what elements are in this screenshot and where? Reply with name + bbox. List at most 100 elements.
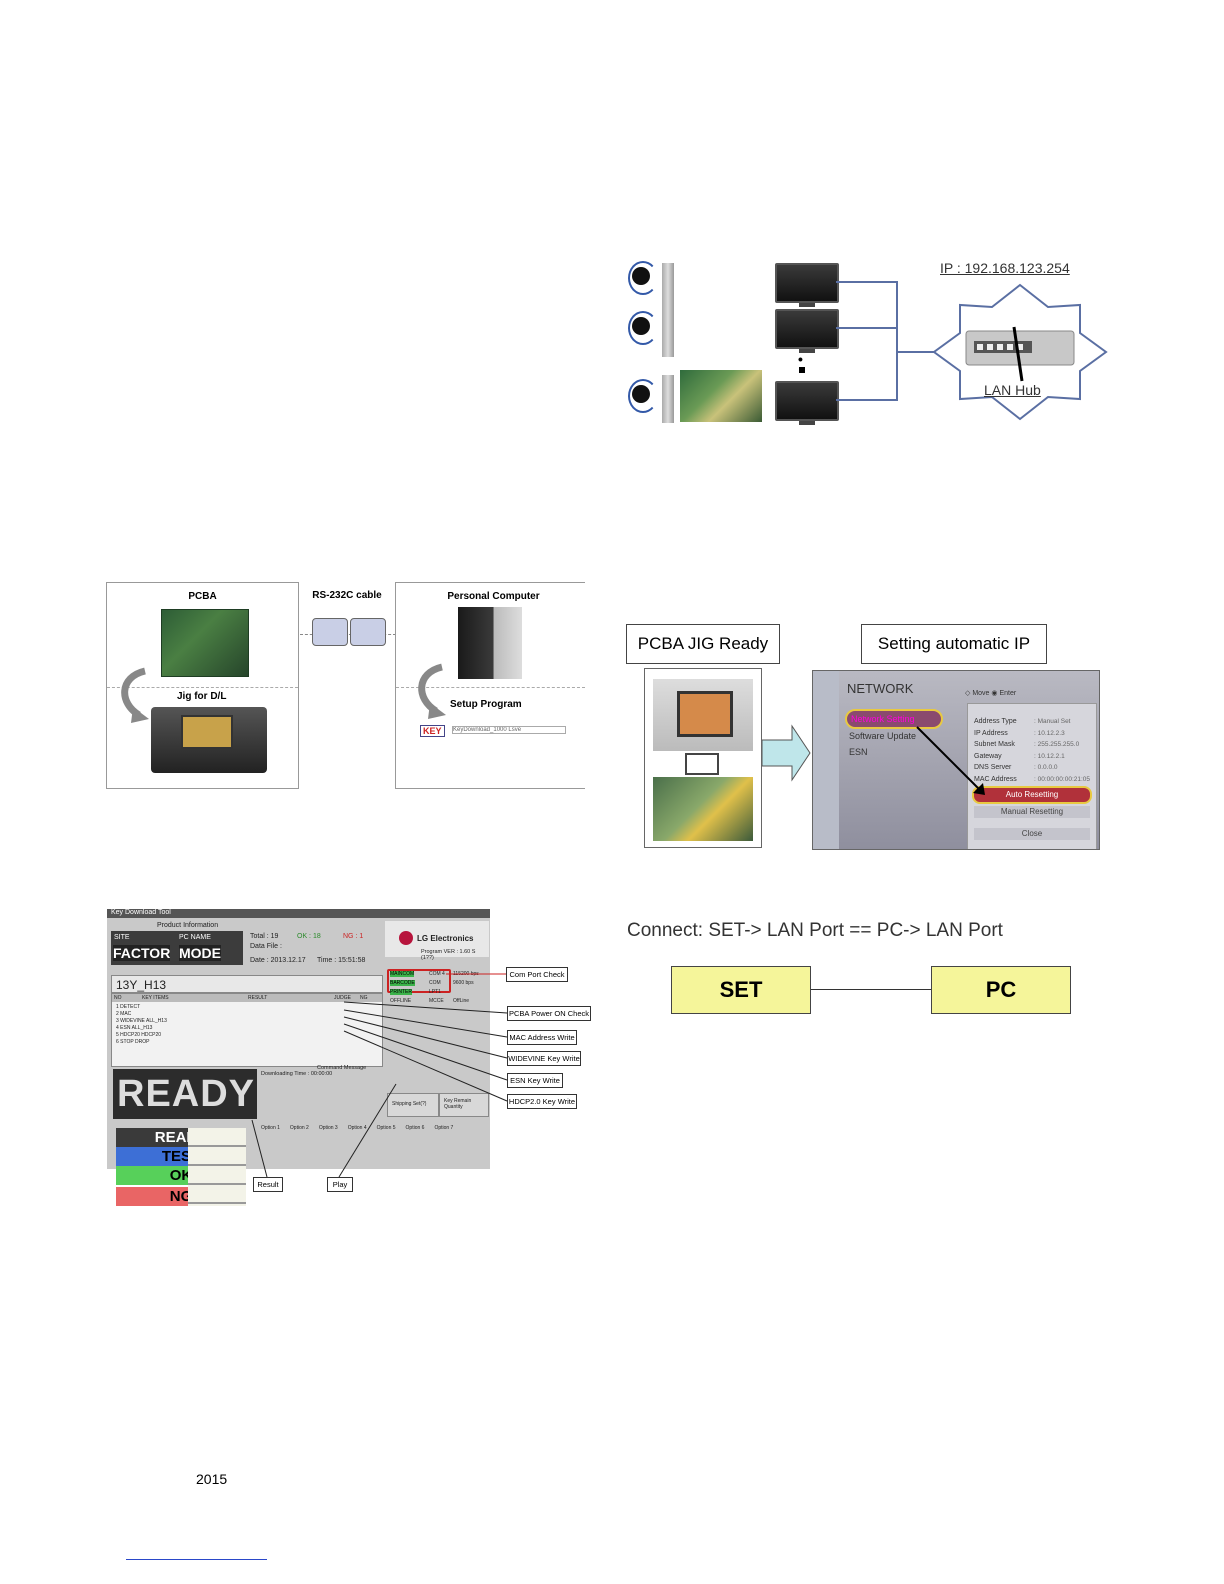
port-value: LPT1 bbox=[429, 989, 441, 995]
pc-title: Personal Computer bbox=[447, 591, 540, 602]
pc-panel: Personal Computer Setup Program KEY KeyD… bbox=[395, 582, 585, 789]
data-file-label: Data File : bbox=[250, 943, 282, 950]
pointer-arrow-icon bbox=[916, 726, 985, 795]
auto-resetting-button[interactable]: Auto Resetting bbox=[972, 786, 1092, 804]
total-count: Total : 19 bbox=[250, 933, 279, 940]
callout-mac: MAC Address Write bbox=[507, 1030, 577, 1045]
table-row: 1 DETECT bbox=[116, 1004, 141, 1010]
setting-field-values: : Manual Set: 10.12.2.3: 255.255.255.0: … bbox=[1034, 718, 1091, 783]
baud-value: OffLine bbox=[453, 998, 470, 1004]
tv-network-menu: NETWORK ◇ Move ◉ Enter Network Setting S… bbox=[812, 670, 1100, 850]
jig-title: Jig for D/L bbox=[177, 691, 227, 702]
auto-ip-label: Setting automatic IP bbox=[861, 624, 1047, 664]
option-item[interactable]: Option 5 bbox=[376, 1125, 396, 1131]
key-remain-button[interactable]: Key Remain Quantity bbox=[439, 1093, 489, 1117]
table-row: 3 WIDEVINE ALL_H13 bbox=[116, 1018, 167, 1024]
port-value: COM 4 bbox=[429, 971, 445, 977]
operator-icon bbox=[628, 379, 658, 413]
ready-display: READY bbox=[113, 1069, 257, 1119]
pcba-pc-diagram: PCBA Jig for D/L RS-232C cable Personal … bbox=[106, 582, 585, 790]
operator-icon bbox=[628, 311, 658, 345]
tv-icon bbox=[775, 263, 839, 307]
callout-result: Result bbox=[253, 1177, 283, 1192]
menu-title: NETWORK bbox=[847, 681, 914, 696]
curved-arrow-icon bbox=[121, 667, 149, 723]
network-diagram: • IP : 192.168.123.254 LAN Hub bbox=[622, 255, 1110, 425]
option-item[interactable]: Option 2 bbox=[289, 1125, 309, 1131]
option-item[interactable]: Option 6 bbox=[405, 1125, 425, 1131]
option-item[interactable]: Option 3 bbox=[318, 1125, 338, 1131]
table-row: 6 STOP DROP bbox=[116, 1039, 150, 1045]
port-maincom: MAINCOM bbox=[390, 971, 415, 977]
footnote-rule bbox=[126, 1559, 267, 1560]
ini-file-value: 13Y_H13 bbox=[116, 978, 167, 992]
pc-tower-icon bbox=[662, 263, 674, 311]
pcba-panel: PCBA Jig for D/L bbox=[106, 582, 299, 789]
lg-logo-icon bbox=[399, 931, 413, 945]
callout-esn: ESN Key Write bbox=[507, 1073, 563, 1088]
ellipsis-dot bbox=[799, 367, 805, 373]
callout-power-on: PCBA Power ON Check bbox=[507, 1006, 591, 1021]
baud-value: 115200 bps bbox=[453, 971, 479, 977]
menu-hint: ◇ Move ◉ Enter bbox=[965, 690, 1017, 697]
port-printer: PRINTER bbox=[390, 989, 412, 995]
menu-item-network-setting[interactable]: Network Setting bbox=[845, 709, 943, 729]
ng-count: NG : 1 bbox=[343, 933, 364, 940]
menu-item-esn[interactable]: ESN bbox=[849, 747, 868, 757]
option-item[interactable]: Option 4 bbox=[347, 1125, 367, 1131]
right-arrow-icon bbox=[762, 724, 811, 782]
site-panel: SITE PC NAME FACTOR MODE bbox=[111, 931, 243, 965]
key-items-table: NO KEY ITEMS RESULT JUDGE NG 1 DETECT 2 … bbox=[111, 993, 383, 1067]
program-version: Program VER : 1.60 S (1??) bbox=[421, 949, 476, 961]
shipping-label: Shipping Set(?) bbox=[392, 1101, 427, 1107]
shipping-button[interactable]: Shipping Set(?) bbox=[387, 1093, 439, 1117]
cable-title: RS-232C cable bbox=[312, 590, 382, 601]
date-value: Date : 2013.12.17 bbox=[250, 957, 306, 964]
key-logo: KEY bbox=[420, 725, 445, 737]
close-button[interactable]: Close bbox=[974, 828, 1090, 840]
manual-resetting-button[interactable]: Manual Resetting bbox=[974, 806, 1090, 818]
port-offline: OFFLINE bbox=[390, 998, 412, 1004]
port-value: MCCE bbox=[429, 998, 444, 1004]
callout-com-port: Com Port Check bbox=[506, 967, 568, 982]
tv-icon bbox=[775, 381, 839, 425]
hub-ip-label: IP : 192.168.123.254 bbox=[940, 260, 1070, 276]
ini-file-field[interactable]: 13Y_H13 bbox=[111, 975, 383, 993]
key-remain-label: Key Remain Quantity bbox=[444, 1098, 472, 1110]
menu-item-software-update[interactable]: Software Update bbox=[849, 731, 917, 741]
board-photo bbox=[653, 777, 753, 841]
col-judge: JUDGE bbox=[334, 995, 351, 1001]
callout-play: Play bbox=[327, 1177, 353, 1192]
pc-name-value: MODE bbox=[179, 945, 221, 961]
site-value: FACTOR bbox=[113, 945, 171, 961]
product-info-header: Product Information bbox=[157, 922, 219, 929]
col-key-items: KEY ITEMS bbox=[142, 995, 169, 1001]
port-barcode: BARCODE bbox=[390, 980, 415, 986]
baud-value: 9600 bps bbox=[453, 980, 474, 986]
port-value: COM bbox=[429, 980, 441, 986]
col-result: RESULT bbox=[248, 995, 268, 1001]
ok-count: OK : 18 bbox=[297, 933, 321, 940]
key-caption: KeyDownload_1000 Lsve bbox=[452, 726, 566, 734]
option-item[interactable]: Option 7 bbox=[434, 1125, 454, 1131]
lg-name: LG Electronics bbox=[417, 934, 474, 943]
pc-tower-icon bbox=[662, 375, 674, 423]
ellipsis-dots: • bbox=[798, 351, 803, 367]
footer-year: 2015 bbox=[196, 1471, 228, 1487]
jig-photo bbox=[653, 679, 753, 751]
pc-box: PC bbox=[931, 966, 1071, 1014]
board-photo bbox=[680, 370, 762, 422]
time-value: Time : 15:51:58 bbox=[317, 957, 366, 964]
callout-hdcp: HDCP2.0 Key Write bbox=[507, 1094, 577, 1109]
hub-name-label: LAN Hub bbox=[984, 382, 1041, 398]
option-item[interactable]: Option 1 bbox=[261, 1125, 280, 1131]
connection-line bbox=[811, 989, 931, 990]
tv-icon bbox=[775, 309, 839, 353]
callout-widevine: WIDEVINE Key Write bbox=[507, 1051, 581, 1066]
serial-connector-icon bbox=[350, 618, 386, 646]
ready-status: READY bbox=[117, 1073, 256, 1115]
jig-photo-frame bbox=[644, 668, 762, 848]
pc-tower-icon bbox=[662, 309, 674, 357]
option-row: Option 1 Option 2 Option 3 Option 4 Opti… bbox=[261, 1125, 453, 1131]
